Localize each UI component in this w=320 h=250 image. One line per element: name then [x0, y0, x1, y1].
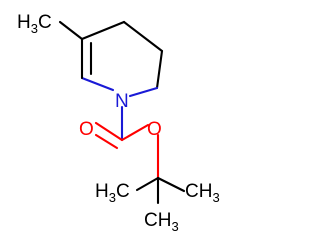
label-methyl-top: H3C — [17, 12, 52, 36]
label-nitrogen: N — [115, 91, 129, 112]
bond-c4-c3 — [122, 20, 164, 53]
bond-c5-methyl — [58, 20, 84, 41]
bond-c5-c4 — [80, 20, 126, 41]
bond-cq-methyl-left — [135, 176, 160, 192]
bond-carbonyl-o-double — [94, 133, 119, 150]
label-oxygen-carbonyl: O — [79, 119, 94, 140]
label-methyl-left: H3C — [95, 181, 130, 205]
bond-c2-n — [128, 86, 159, 98]
bond-carbonyl-o — [94, 121, 124, 142]
molecule-drawing: H3C N O O H3C CH3 CH3 — [17, 12, 220, 234]
structure-canvas: H3C N O O H3C CH3 CH3 — [17, 12, 220, 234]
bond-carbonyl-oester — [120, 123, 150, 142]
bond-cq-methyl-right — [156, 176, 186, 193]
label-methyl-right: CH3 — [185, 181, 220, 205]
label-methyl-bottom: CH3 — [144, 210, 179, 234]
label-oxygen-ester: O — [147, 119, 162, 140]
bond-n-c6 — [80, 76, 115, 92]
bond-c3-c2 — [155, 49, 164, 90]
